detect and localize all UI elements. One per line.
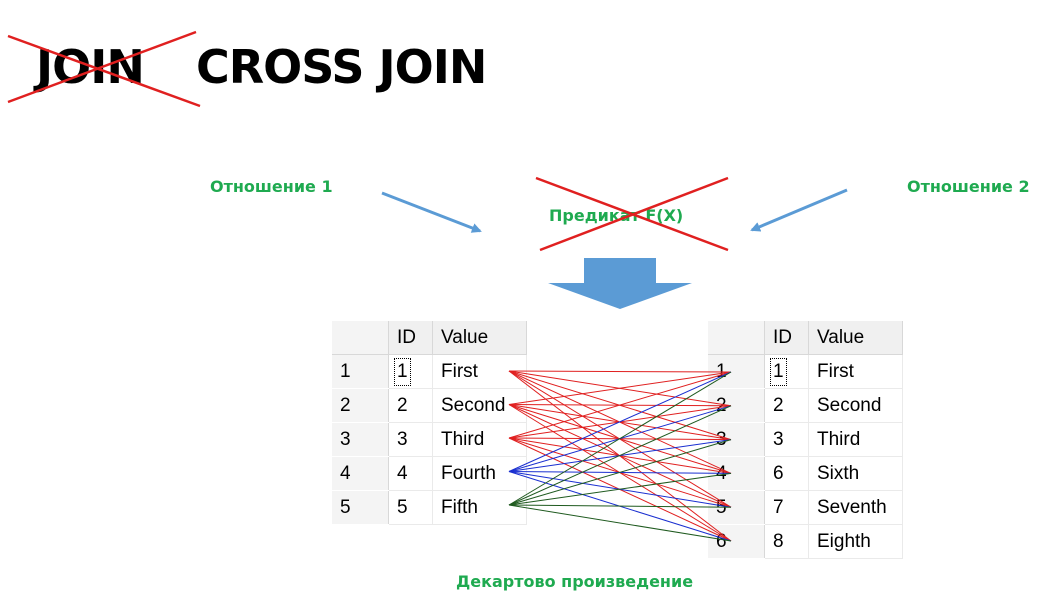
id-cell[interactable]: 4 bbox=[388, 456, 433, 491]
row-number: 2 bbox=[332, 388, 389, 423]
table-row[interactable]: 5 5 Fifth bbox=[332, 490, 527, 525]
strike-line bbox=[7, 30, 197, 104]
relation-1-label: Отношение 1 bbox=[210, 177, 333, 196]
id-cell[interactable]: 5 bbox=[388, 490, 433, 525]
value-cell[interactable]: Eighth bbox=[808, 524, 903, 559]
relation-2-table: ID Value 1 1 First 2 2 Second 3 3 Third … bbox=[708, 321, 903, 559]
row-number: 5 bbox=[332, 490, 389, 525]
value-cell[interactable]: First bbox=[432, 354, 527, 389]
value-cell[interactable]: Fifth bbox=[432, 490, 527, 525]
table-row[interactable]: 3 3 Third bbox=[332, 422, 527, 457]
table-row[interactable]: 4 4 Fourth bbox=[332, 456, 527, 491]
id-cell[interactable]: 6 bbox=[764, 456, 809, 491]
id-cell[interactable]: 7 bbox=[764, 490, 809, 525]
id-cell[interactable]: 8 bbox=[764, 524, 809, 559]
relation-2-label: Отношение 2 bbox=[907, 177, 1030, 196]
relation-1-table: ID Value 1 1 First 2 2 Second 3 3 Third … bbox=[332, 321, 527, 525]
selected-cell-value: 1 bbox=[770, 357, 787, 386]
column-header-id: ID bbox=[764, 321, 809, 355]
connection-line bbox=[508, 371, 732, 405]
id-cell[interactable]: 2 bbox=[764, 388, 809, 423]
value-cell[interactable]: First bbox=[808, 354, 903, 389]
cartesian-product-label: Декартово произведение bbox=[456, 572, 694, 591]
table-row[interactable]: 1 1 First bbox=[708, 354, 903, 389]
corner-cell bbox=[708, 321, 765, 355]
row-number: 3 bbox=[332, 422, 389, 457]
strike-line bbox=[539, 176, 729, 252]
row-number: 1 bbox=[708, 354, 765, 389]
id-cell[interactable]: 3 bbox=[764, 422, 809, 457]
table-row[interactable]: 1 1 First bbox=[332, 354, 527, 389]
connection-line bbox=[508, 371, 732, 439]
column-header-value: Value bbox=[808, 321, 903, 355]
arrow-relation-1 bbox=[381, 191, 482, 233]
cross-join-title: CROSS JOIN bbox=[196, 40, 487, 94]
column-header-id: ID bbox=[388, 321, 433, 355]
table-row[interactable]: 2 2 Second bbox=[708, 388, 903, 423]
corner-cell bbox=[332, 321, 389, 355]
table-row[interactable]: 2 2 Second bbox=[332, 388, 527, 423]
table-row[interactable]: 5 7 Seventh bbox=[708, 490, 903, 525]
connection-line bbox=[508, 371, 732, 472]
strike-line bbox=[7, 34, 201, 108]
connection-line bbox=[508, 504, 732, 508]
connection-line bbox=[508, 439, 732, 506]
row-number: 4 bbox=[332, 456, 389, 491]
predicate-strike-cross bbox=[535, 176, 729, 252]
connection-line bbox=[508, 504, 732, 542]
connection-line bbox=[508, 472, 732, 506]
table-row[interactable]: 4 6 Sixth bbox=[708, 456, 903, 491]
connection-line bbox=[508, 370, 732, 373]
join-strike-cross bbox=[7, 30, 201, 108]
value-cell[interactable]: Fourth bbox=[432, 456, 527, 491]
selected-cell-value: 1 bbox=[394, 357, 411, 386]
value-cell[interactable]: Second bbox=[808, 388, 903, 423]
connection-line bbox=[508, 371, 732, 506]
cartesian-connections bbox=[508, 370, 732, 542]
value-cell[interactable]: Third bbox=[432, 422, 527, 457]
id-cell[interactable]: 1 bbox=[764, 354, 809, 389]
value-cell[interactable]: Seventh bbox=[808, 490, 903, 525]
arrow-relation-2 bbox=[750, 188, 848, 232]
row-number: 1 bbox=[332, 354, 389, 389]
id-cell[interactable]: 1 bbox=[388, 354, 433, 389]
value-cell[interactable]: Sixth bbox=[808, 456, 903, 491]
id-cell[interactable]: 2 bbox=[388, 388, 433, 423]
row-number: 5 bbox=[708, 490, 765, 525]
row-number: 4 bbox=[708, 456, 765, 491]
column-header-value: Value bbox=[432, 321, 527, 355]
id-cell[interactable]: 3 bbox=[388, 422, 433, 457]
down-arrow-icon bbox=[548, 258, 692, 309]
connection-line bbox=[508, 405, 732, 506]
value-cell[interactable]: Third bbox=[808, 422, 903, 457]
